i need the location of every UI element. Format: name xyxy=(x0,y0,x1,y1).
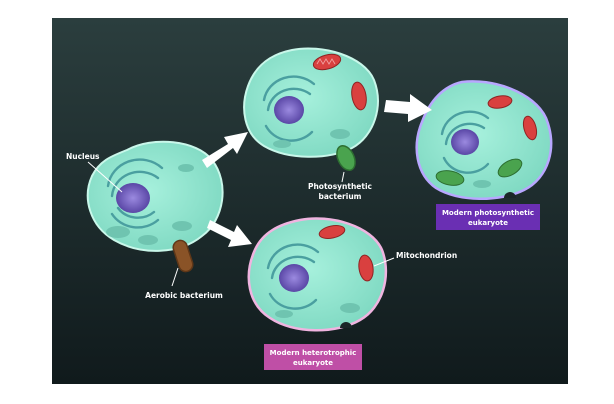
mitochondria-cell-nucleus xyxy=(274,96,304,124)
mitochondrion-label: Mitochondrion xyxy=(396,251,457,260)
diagram-canvas: Nucleus Aerobic bacterium Photosynthetic… xyxy=(52,18,568,384)
photosynthetic-eukaryote-tag: Modern photosynthetic eukaryote xyxy=(436,204,540,230)
photosynthetic-eukaryote-tag-line1: Modern photosynthetic xyxy=(442,209,534,217)
photosynthetic-eukaryote-er xyxy=(440,110,490,174)
ancestral-vesicle xyxy=(106,226,130,238)
mitochondrion-cristae xyxy=(316,58,336,65)
ancestral-er xyxy=(106,158,164,229)
photosynthetic-bacterium xyxy=(336,144,356,172)
aerobic-bacterium-label: Aerobic bacterium xyxy=(145,291,223,300)
photosynthetic-leader-line xyxy=(341,171,345,183)
photosynthetic-eukaryote-notch xyxy=(504,192,516,198)
mitochondria-cell-vesicle xyxy=(273,140,291,148)
mitochondrion xyxy=(318,225,346,239)
mitochondria-cell-er xyxy=(262,75,316,142)
heterotrophic-eukaryote-tag-line1: Modern heterotrophic xyxy=(270,349,357,357)
mitochondria-cell xyxy=(243,47,379,158)
aerobic-bacterium xyxy=(172,239,194,273)
aerobic-leader-line xyxy=(171,267,179,287)
arrow-to-photosynthetic-eukaryote xyxy=(384,94,432,122)
heterotrophic-eukaryote-membrane xyxy=(247,217,388,332)
mitochondria-cell-vesicle xyxy=(330,129,350,139)
chloroplast xyxy=(435,170,465,186)
mitochondrion xyxy=(487,95,513,109)
photosynthetic-bacterium-label-line1: Photosynthetic xyxy=(308,182,372,191)
chloroplast xyxy=(497,158,523,178)
ancestral-nucleus xyxy=(116,183,150,213)
photosynthetic-bacterium-label-line2: bacterium xyxy=(319,192,362,201)
ancestral-vesicle xyxy=(172,221,192,231)
arrow-to-mitochondria-cell xyxy=(202,132,248,168)
mitochondrion xyxy=(522,115,538,141)
mitochondrion-leader-line xyxy=(373,257,395,267)
ancestral-vesicle xyxy=(138,235,158,245)
ancestral-vesicle xyxy=(178,164,194,172)
photosynthetic-eukaryote-cell xyxy=(415,80,553,200)
heterotrophic-eukaryote-er xyxy=(266,243,320,310)
arrow-to-heterotrophic-eukaryote xyxy=(207,220,252,247)
endosymbiosis-diagram: Nucleus Aerobic bacterium Photosynthetic… xyxy=(52,18,568,384)
photosynthetic-eukaryote-nucleus xyxy=(451,129,479,155)
heterotrophic-eukaryote-tag: Modern heterotrophic eukaryote xyxy=(264,344,362,370)
photosynthetic-eukaryote-tag-line2: eukaryote xyxy=(468,219,508,227)
photosynthetic-eukaryote-vesicle xyxy=(473,180,491,188)
heterotrophic-eukaryote-notch xyxy=(340,322,352,328)
nucleus-label: Nucleus xyxy=(66,152,100,161)
mitochondrion xyxy=(358,254,374,282)
heterotrophic-eukaryote-vesicle xyxy=(340,303,360,313)
heterotrophic-eukaryote-nucleus xyxy=(279,264,309,292)
nucleus-leader-line xyxy=(87,161,123,193)
ancestral-cell xyxy=(86,140,224,252)
heterotrophic-eukaryote-cell xyxy=(247,217,388,332)
mitochondrion xyxy=(351,81,367,111)
heterotrophic-eukaryote-tag-line2: eukaryote xyxy=(293,359,333,367)
heterotrophic-eukaryote-vesicle xyxy=(275,310,293,318)
mitochondrion xyxy=(312,53,342,71)
